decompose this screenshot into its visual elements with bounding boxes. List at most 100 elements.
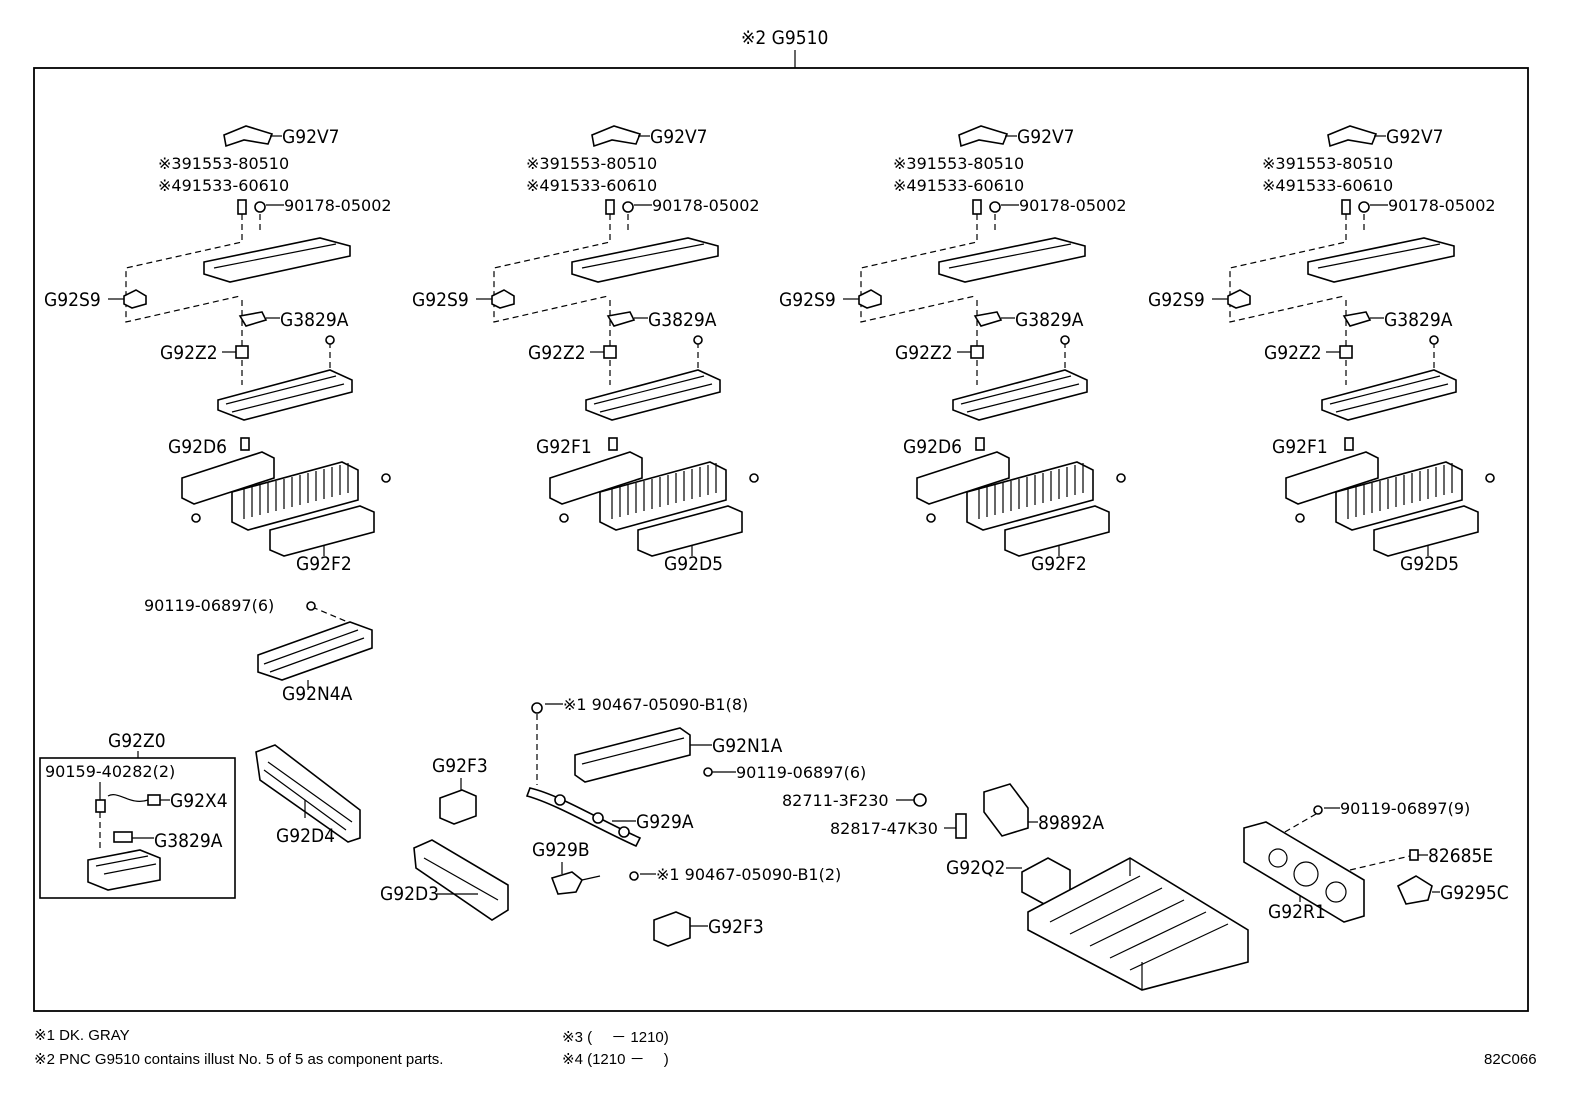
part-label-clamp: G92Z2	[160, 342, 218, 364]
part-label-89892a: 89892A	[1038, 812, 1104, 834]
bracket-label-g92q2: G92Q2	[946, 857, 1005, 879]
part-label-p4: ※491533-60610	[158, 176, 289, 195]
cover-screw-drawing	[1344, 437, 1354, 451]
clamp-drawing	[235, 345, 249, 359]
clip-drawing	[1342, 311, 1372, 327]
battery-stack-drawing	[1335, 461, 1463, 531]
screw-label-2: ※1 90467-05090-B1(2)	[656, 865, 841, 884]
harness-label-g929a: G929A	[636, 811, 694, 833]
duct-label-g92f3-upper: G92F3	[432, 755, 488, 777]
duct-label-g92f3-lower: G92F3	[708, 916, 764, 938]
part-label-top: G92V7	[282, 126, 340, 148]
relay-89892a-drawing	[983, 783, 1029, 837]
bracket-label-g92n1a: G92N1A	[712, 735, 783, 757]
part-label-p3: ※391553-80510	[1262, 154, 1393, 173]
footnote-2: ※2 PNC G9510 contains illust No. 5 of 5 …	[34, 1051, 443, 1068]
side-cover-drawing	[549, 451, 643, 505]
plate-g92r1-drawing	[1243, 821, 1365, 923]
part-label-duct: G92D5	[1400, 553, 1459, 575]
part-label-clip: G3829A	[1015, 309, 1084, 331]
part-label-clip: G3829A	[1384, 309, 1453, 331]
tray-group: 82711-3F230 82817-47K30 89892A G92Q2	[782, 783, 1249, 991]
bolt-drawing	[605, 199, 615, 215]
nut-drawing	[1358, 201, 1370, 213]
part-label-clamp: G92Z2	[895, 342, 953, 364]
plate-g92r1-group: 90119-06897(9) 82685E G92R1 G9295C	[1243, 799, 1509, 923]
sensor-g9295c-drawing	[1396, 875, 1433, 905]
harness-g929a-group: ※1 90467-05090-B1(8) G92N1A 90119-06897(…	[525, 695, 866, 947]
clamp-drawing	[1339, 345, 1353, 359]
part-label-p3: ※391553-80510	[893, 154, 1024, 173]
cover-screw-drawing	[240, 437, 250, 451]
kit-clip-label: G3829A	[154, 830, 223, 852]
side-cover-drawing	[181, 451, 275, 505]
part-label-nut: 90178-05002	[1019, 196, 1127, 215]
part-label-clip: G3829A	[280, 309, 349, 331]
part-label-clamp: G92Z2	[1264, 342, 1322, 364]
part-label-82817: 82817-47K30	[830, 819, 938, 838]
part-label-g9295c: G9295C	[1440, 882, 1509, 904]
nut-drawing	[989, 201, 1001, 213]
connector-f3-lower-drawing	[653, 911, 691, 947]
battery-stack-drawing	[599, 461, 727, 531]
lower-duct-drawing	[637, 505, 743, 557]
duct-g92d3-group: G92F3 G92D3	[380, 755, 509, 921]
part-label-cover: G92F1	[536, 436, 592, 458]
assembly-frame	[33, 67, 1529, 1012]
upper-plate-drawing	[203, 237, 351, 283]
connector-82817-drawing	[955, 813, 967, 839]
module-group-2: G92V7※391553-80510※491533-6061090178-050…	[412, 125, 760, 575]
duct-g92d4-group: G92D4	[255, 744, 361, 847]
part-label-p3: ※391553-80510	[158, 154, 289, 173]
screw-label-8: ※1 90467-05090-B1(8)	[563, 695, 748, 714]
bracket-n1a-drawing	[574, 727, 691, 783]
bolt-label-n4a: 90119-06897(6)	[144, 596, 274, 615]
part-label-top: G92V7	[650, 126, 708, 148]
footnote-1: ※1 DK. GRAY	[34, 1027, 130, 1044]
plate-label-g92n4a: G92N4A	[282, 683, 353, 705]
plate-label-g92r1: G92R1	[1268, 901, 1326, 923]
part-label-top: G92V7	[1386, 126, 1444, 148]
bolt-label-6b: 90119-06897(6)	[736, 763, 866, 782]
grommet-82711-drawing	[913, 793, 927, 807]
kit-g92z0-group: G92Z0 90159-40282(2) G92X4 G3829A	[39, 730, 236, 899]
part-label-p4: ※491533-60610	[1262, 176, 1393, 195]
plate-g92n4a-group: 90119-06897(6) G92N4A	[144, 596, 373, 705]
part-label-nut: 90178-05002	[1388, 196, 1496, 215]
part-label-bracket: G92S9	[1148, 289, 1205, 311]
lower-duct-drawing	[269, 505, 375, 557]
part-label-duct: G92F2	[296, 553, 352, 575]
side-cover-drawing	[916, 451, 1010, 505]
bracket-drawing	[123, 289, 147, 309]
part-label-p4: ※491533-60610	[526, 176, 657, 195]
duct-d4-drawing	[255, 744, 361, 843]
top-cover-drawing	[223, 125, 274, 148]
side-cover-drawing	[1285, 451, 1379, 505]
bolt-drawing	[972, 199, 982, 215]
part-label-clip: G3829A	[648, 309, 717, 331]
footnote-4: ※4 (1210 － )	[562, 1051, 669, 1068]
clip-drawing	[973, 311, 1003, 327]
clip-drawing	[606, 311, 636, 327]
clamp-drawing	[603, 345, 617, 359]
part-label-clamp: G92Z2	[528, 342, 586, 364]
duct-label-g92d3: G92D3	[380, 883, 439, 905]
duct-label-g92d4: G92D4	[276, 825, 335, 847]
bolt-label-9: 90119-06897(9)	[1340, 799, 1470, 818]
cover-screw-drawing	[975, 437, 985, 451]
top-cover-drawing	[958, 125, 1009, 148]
clip-82685e-drawing	[1409, 849, 1419, 861]
cover-screw-drawing	[608, 437, 618, 451]
clip-drawing	[238, 311, 268, 327]
part-label-cover: G92F1	[1272, 436, 1328, 458]
part-label-p4: ※491533-60610	[893, 176, 1024, 195]
lower-duct-drawing	[1004, 505, 1110, 557]
bolt-drawing	[1341, 199, 1351, 215]
bracket-drawing	[491, 289, 515, 309]
part-label-cover: G92D6	[168, 436, 227, 458]
illustration-code: 82C066	[1484, 1051, 1537, 1068]
kit-bolt-label: 90159-40282(2)	[45, 762, 175, 781]
part-label-82685e: 82685E	[1428, 845, 1493, 867]
sensor-g929b-drawing	[550, 871, 584, 895]
